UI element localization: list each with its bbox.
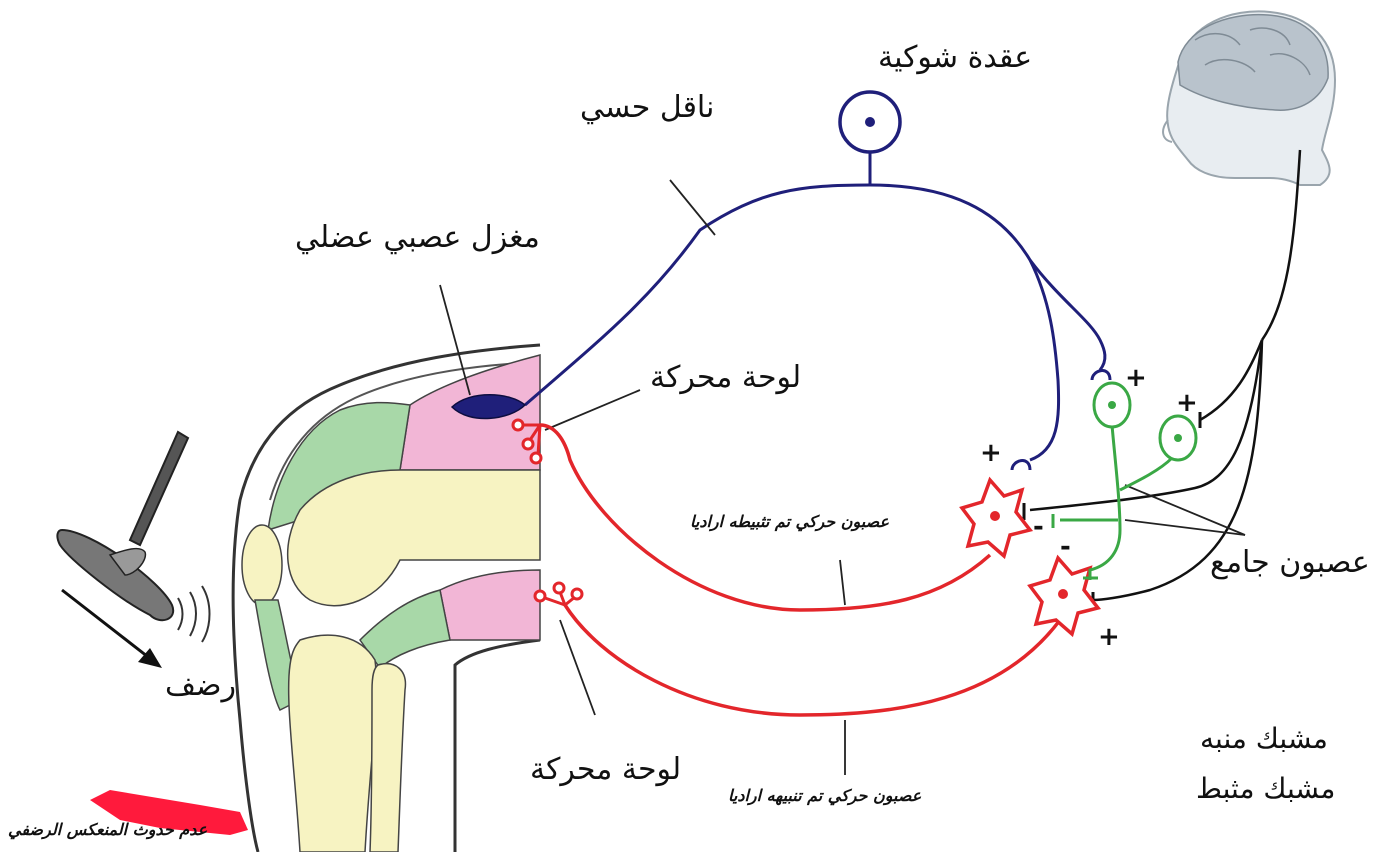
patella-bone <box>242 525 282 605</box>
lower-muscle <box>440 570 540 640</box>
excitatory-synapse-label: مشبك منبه <box>1200 722 1328 755</box>
motor-neuron-inhibited <box>962 480 1030 556</box>
excited-motor-neuron-label: عصبون حركي تم تنبيهه اراديا <box>728 786 921 805</box>
reflex-hammer-icon <box>57 432 209 642</box>
motor-neurons <box>540 425 1060 715</box>
pointer-lines <box>440 180 1245 775</box>
fibula-bone <box>370 664 405 852</box>
lower-motor-axon <box>565 605 1060 715</box>
motor-plate-bottom-label: لوحة محركة <box>530 752 681 787</box>
sensory-neuron-label: ناقل حسي <box>580 90 714 125</box>
motor-plate-lower <box>535 583 582 605</box>
muscle-spindle-label: مغزل عصبي عضلي <box>295 220 540 255</box>
interneuron-label: عصبون جامع <box>1210 545 1370 580</box>
minus-sign: - <box>1033 512 1044 542</box>
plus-sign: + <box>1176 388 1198 418</box>
spinal-ganglion-label: عقدة شوكية <box>878 40 1032 75</box>
lower-tendon <box>360 590 450 668</box>
head-brain-icon <box>1163 11 1335 185</box>
motor-plate-top-label: لوحة محركة <box>650 360 801 395</box>
plus-sign: + <box>980 438 1002 468</box>
interneurons <box>1053 383 1196 580</box>
leg-back-outline <box>455 640 540 852</box>
no-reflex-label: عدم حدوث المنعكس الرضفي <box>8 820 207 839</box>
inhibited-motor-neuron-label: عصبون حركي تم تثبيطه اراديا <box>690 512 889 531</box>
inhibitory-synapse-label: مشبك مثبط <box>1196 772 1335 805</box>
tap-label: رضف <box>165 668 236 703</box>
sensory-neuron <box>525 152 1110 470</box>
minus-sign: - <box>1060 532 1071 562</box>
motor-neuron-excited <box>1030 558 1098 634</box>
plus-sign: + <box>1125 363 1147 393</box>
plus-sign: + <box>1098 622 1120 652</box>
brain-path-to-interneuron <box>1200 340 1262 420</box>
knee-anatomy <box>233 345 540 852</box>
tibia-bone <box>289 635 377 852</box>
spinal-ganglion-cell <box>840 92 900 152</box>
